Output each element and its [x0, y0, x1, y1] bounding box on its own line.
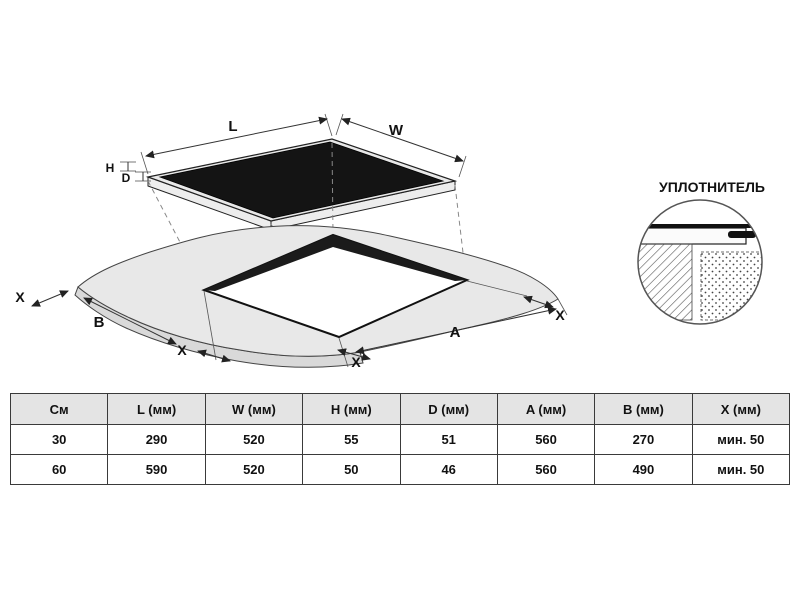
installation-diagram: L W H D: [15, 113, 765, 370]
col-header-w: W (мм): [204, 393, 304, 425]
seal-detail-title: УПЛОТНИТЕЛЬ: [659, 179, 765, 195]
cell: 560: [496, 424, 596, 455]
cell: 490: [594, 454, 693, 485]
col-header-l: L (мм): [107, 393, 206, 425]
dim-label-X-bottom-mid: X: [351, 354, 361, 370]
detail-seal-strip: [728, 231, 756, 238]
cell: мин. 50: [691, 424, 791, 455]
dim-X-bottom-left: X: [177, 342, 231, 363]
dim-D: D: [122, 171, 151, 185]
detail-dotted-area: [700, 251, 762, 321]
dim-label-X-right: X: [555, 307, 565, 323]
col-header-d: D (мм): [399, 393, 498, 425]
seal-detail-section: [638, 224, 762, 321]
dim-label-A: A: [450, 324, 461, 341]
table-header-row: См L (мм) W (мм) H (мм) D (мм) A (мм) B …: [9, 393, 791, 425]
dim-H: H: [106, 161, 136, 175]
cell: 30: [9, 424, 109, 455]
col-header-b: B (мм): [594, 393, 693, 425]
cell: мин. 50: [691, 454, 791, 485]
cell: 590: [107, 454, 206, 485]
cell: 55: [302, 424, 401, 455]
cell: 50: [302, 454, 401, 485]
col-header-h: H (мм): [302, 393, 401, 425]
cell: 560: [496, 454, 596, 485]
cell: 520: [204, 454, 304, 485]
cooktop: [145, 138, 458, 231]
dim-L: L: [140, 113, 333, 175]
dim-label-X-bottom-left: X: [177, 342, 187, 358]
cell: 46: [399, 454, 498, 485]
dim-label-B: B: [94, 314, 105, 331]
dim-label-H: H: [106, 161, 115, 175]
cell: 290: [107, 424, 206, 455]
table-row: 30 290 520 55 51 560 270 мин. 50: [9, 424, 791, 455]
cell: 51: [399, 424, 498, 455]
col-header-a: A (мм): [496, 393, 596, 425]
dim-B: B: [83, 290, 217, 361]
dim-W: W: [335, 113, 467, 178]
cell: 520: [204, 424, 304, 455]
cutout-inner-wall: [204, 235, 467, 291]
seal-detail-circle: [637, 199, 763, 325]
col-header-cm: См: [9, 393, 109, 425]
dim-label-L: L: [228, 118, 237, 135]
dim-X-bottom-mid: X: [337, 337, 371, 370]
cell: 60: [9, 454, 109, 485]
dim-label-X-left: X: [15, 289, 25, 305]
seal-detail: УПЛОТНИТЕЛЬ: [637, 179, 765, 325]
table-row: 60 590 520 50 46 560 490 мин. 50: [9, 454, 791, 485]
dim-X-right: X: [466, 280, 565, 323]
dim-X-left: X: [15, 289, 69, 307]
cell: 270: [594, 424, 693, 455]
cooktop-glass: [158, 141, 445, 219]
dim-label-D: D: [122, 171, 131, 185]
countertop: [74, 225, 559, 368]
dim-A: A: [355, 298, 568, 355]
col-header-x: X (мм): [691, 393, 791, 425]
dimensions-table: См L (мм) W (мм) H (мм) D (мм) A (мм) B …: [9, 393, 791, 485]
dim-label-W: W: [389, 122, 404, 139]
